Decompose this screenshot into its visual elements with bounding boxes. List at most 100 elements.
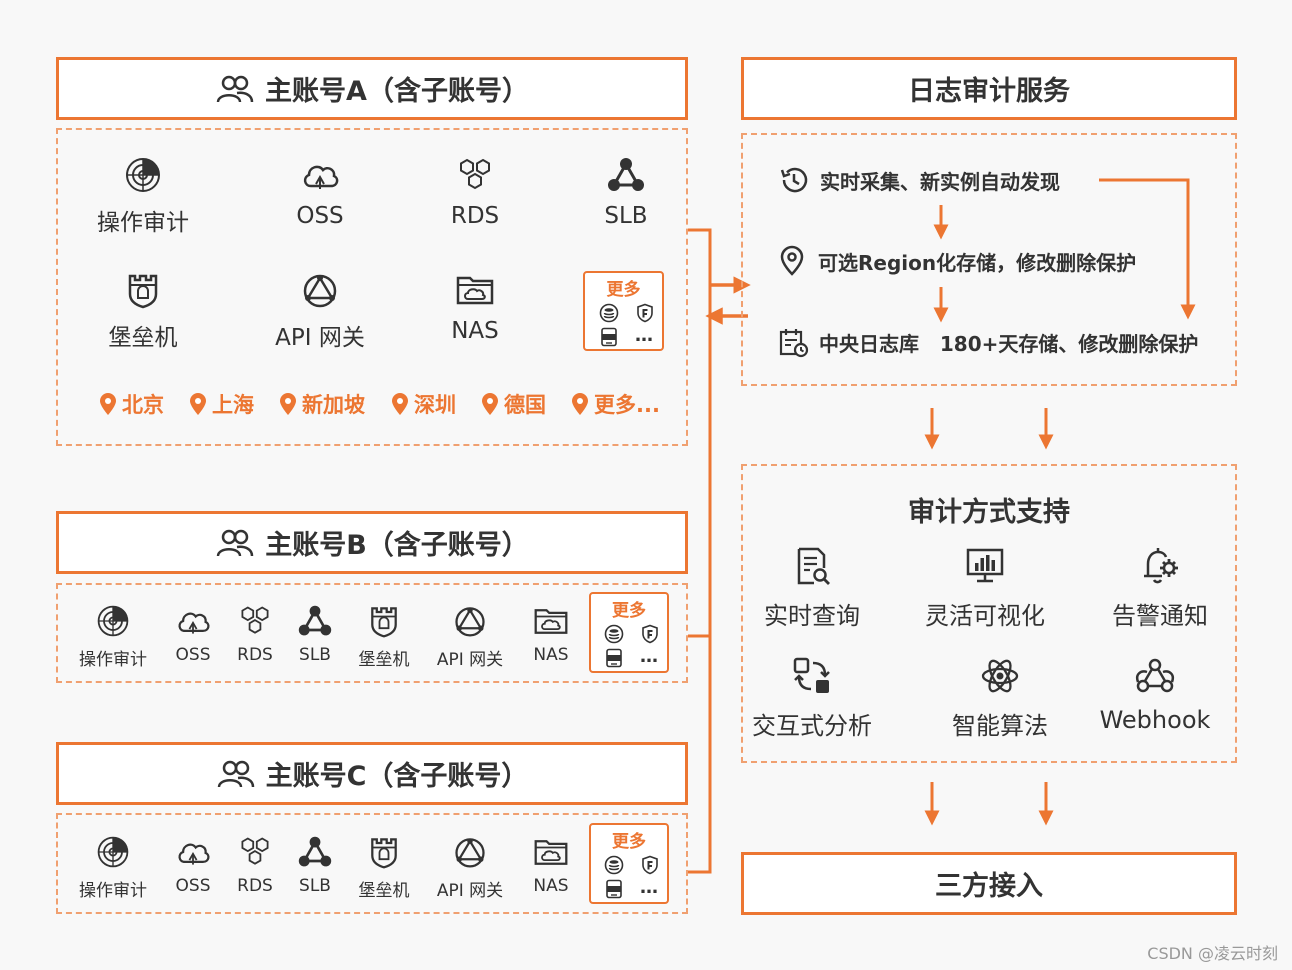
log-step-realtime-collection: 实时采集、新实例自动发现 <box>778 164 1060 196</box>
calendar-clock-icon <box>777 326 809 358</box>
service-oss: OSS <box>168 603 218 665</box>
load-balancer-icon <box>606 155 646 195</box>
load-balancer-icon <box>297 834 333 870</box>
location-pin-icon <box>570 392 590 416</box>
more-ellipsis: … <box>640 646 658 667</box>
service-oss: OSS <box>285 155 355 229</box>
users-icon <box>215 74 255 104</box>
interactive-icon <box>792 656 832 696</box>
users-icon <box>215 528 255 558</box>
folder-cloud-icon <box>455 270 495 310</box>
folder-cloud-icon <box>533 834 569 870</box>
service-rds: RDS <box>230 834 280 896</box>
service-slb: SLB <box>290 603 340 665</box>
more-services-box[interactable]: 更多 … <box>589 823 669 904</box>
api-gateway-icon <box>452 603 488 639</box>
service-oss: OSS <box>168 834 218 896</box>
region-shanghai: 上海 <box>188 389 254 419</box>
account-c-title: 主账号C（含子账号） <box>265 761 529 792</box>
region-germany: 德国 <box>480 389 546 419</box>
radar-icon <box>95 834 131 870</box>
location-pin-icon <box>390 392 410 416</box>
database-icon <box>604 855 624 875</box>
cloud-icon <box>300 155 340 195</box>
firewall-shield-icon <box>640 855 660 875</box>
app-icon <box>599 327 619 347</box>
audit-method-visualization: 灵活可视化 <box>915 546 1055 631</box>
audit-methods-panel <box>741 464 1237 763</box>
service-audit: 操作审计 <box>92 155 194 237</box>
service-bastion: 堡垒机 <box>98 270 188 352</box>
service-rds: RDS <box>230 603 280 665</box>
service-rds: RDS <box>440 155 510 229</box>
castle-icon <box>123 270 163 310</box>
account-a-header: 主账号A（含子账号） <box>56 57 688 120</box>
account-b-title: 主账号B（含子账号） <box>265 530 529 561</box>
folder-cloud-icon <box>533 603 569 639</box>
audit-method-interactive-analysis: 交互式分析 <box>744 656 880 741</box>
app-icon <box>604 648 624 668</box>
service-nas: NAS <box>526 603 576 665</box>
radar-icon <box>123 155 163 195</box>
third-party-box: 三方接入 <box>741 852 1237 915</box>
location-icon <box>776 245 808 277</box>
account-b-services-panel <box>56 583 688 683</box>
account-c-header: 主账号C（含子账号） <box>56 742 688 805</box>
location-pin-icon <box>278 392 298 416</box>
log-service-header: 日志审计服务 <box>741 57 1237 120</box>
cloud-icon <box>175 603 211 639</box>
account-a-title: 主账号A（含子账号） <box>265 76 529 107</box>
audit-methods-title: 审计方式支持 <box>908 497 1070 528</box>
watermark: CSDN @凌云时刻 <box>1147 944 1278 963</box>
service-slb: SLB <box>591 155 661 229</box>
service-audit: 操作审计 <box>72 834 154 901</box>
log-step-region-storage: 可选Region化存储，修改删除保护 <box>776 245 1136 277</box>
service-nas: NAS <box>526 834 576 896</box>
audit-method-smart-algorithm: 智能算法 <box>935 656 1065 741</box>
more-services-box[interactable]: 更多 … <box>589 592 669 673</box>
monitor-chart-icon <box>965 546 1005 586</box>
service-slb: SLB <box>290 834 340 896</box>
region-singapore: 新加坡 <box>278 389 365 419</box>
log-service-title: 日志审计服务 <box>908 76 1070 107</box>
history-icon <box>778 164 810 196</box>
api-gateway-icon <box>300 270 340 310</box>
region-shenzhen: 深圳 <box>390 389 456 419</box>
document-search-icon <box>792 546 832 586</box>
service-audit: 操作审计 <box>72 603 154 670</box>
arrow-step1-step3 <box>1099 178 1196 320</box>
atom-icon <box>980 656 1020 696</box>
castle-icon <box>366 834 402 870</box>
hexagon-cluster-icon <box>237 834 273 870</box>
bus-line <box>688 228 712 874</box>
region-more: 更多... <box>570 389 660 419</box>
more-ellipsis: … <box>640 877 658 898</box>
hexagon-cluster-icon <box>237 603 273 639</box>
service-bastion: 堡垒机 <box>352 603 416 670</box>
service-api-gateway: API 网关 <box>265 270 375 352</box>
service-api-gateway: API 网关 <box>430 834 510 901</box>
log-service-panel <box>741 133 1237 386</box>
bell-gear-icon <box>1140 546 1180 586</box>
location-pin-icon <box>188 392 208 416</box>
users-icon <box>216 759 256 789</box>
audit-method-realtime-query: 实时查询 <box>752 546 872 631</box>
more-services-box[interactable]: 更多 … <box>583 271 664 351</box>
castle-icon <box>366 603 402 639</box>
account-b-header: 主账号B（含子账号） <box>56 511 688 574</box>
log-step-central-store: 中央日志库 180+天存储、修改删除保护 <box>777 326 1198 358</box>
account-c-services-panel <box>56 813 688 914</box>
database-icon <box>599 303 619 323</box>
hexagon-cluster-icon <box>455 155 495 195</box>
webhook-icon <box>1135 656 1175 696</box>
cloud-icon <box>175 834 211 870</box>
service-nas: NAS <box>440 270 510 344</box>
load-balancer-icon <box>297 603 333 639</box>
firewall-shield-icon <box>640 624 660 644</box>
service-bastion: 堡垒机 <box>352 834 416 901</box>
more-ellipsis: … <box>635 325 653 346</box>
api-gateway-icon <box>452 834 488 870</box>
location-pin-icon <box>480 392 500 416</box>
audit-method-alert: 告警通知 <box>1100 546 1220 631</box>
